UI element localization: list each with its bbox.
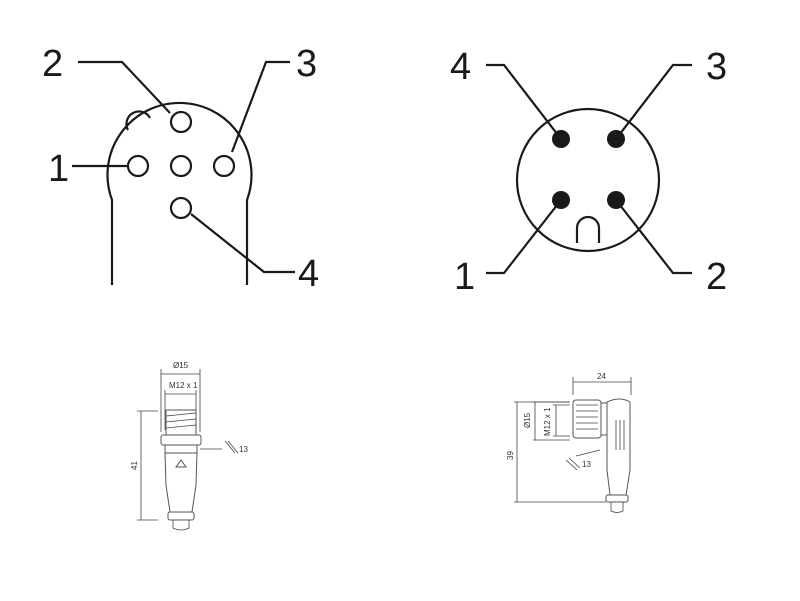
wrench-icon <box>224 440 239 454</box>
pin-label-2: 2 <box>42 43 63 85</box>
right-face-outline <box>515 107 661 253</box>
diameter-label: Ø15 <box>523 412 532 428</box>
wrench-size-label: 13 <box>239 445 248 454</box>
angled-body <box>606 398 631 496</box>
length-label: 41 <box>130 461 139 470</box>
pin-hole <box>126 154 150 178</box>
pin-hole <box>212 154 236 178</box>
pin-label-1: 1 <box>48 148 69 190</box>
left-face-outline <box>106 101 253 285</box>
pin-hole <box>169 154 193 178</box>
wrench-size-label: 13 <box>582 460 591 469</box>
pin-label-2: 2 <box>706 256 727 298</box>
leader-line <box>486 199 562 275</box>
width-label: 24 <box>597 372 606 381</box>
pin-label-3: 3 <box>296 43 317 85</box>
thread-label: M12 x 1 <box>543 407 552 436</box>
leader-line <box>615 63 692 140</box>
pin-hole <box>169 196 193 220</box>
leader-line <box>486 63 562 140</box>
wrench-icon <box>565 457 581 471</box>
pinout-right: 4 3 1 2 <box>450 46 727 298</box>
angled-connector: 24 Ø15 M12 x 1 39 13 <box>506 372 632 513</box>
thread-label: M12 x 1 <box>169 381 198 390</box>
leader-line <box>230 60 290 153</box>
diameter-label: Ø15 <box>173 361 189 370</box>
pin-label-3: 3 <box>706 46 727 88</box>
pinout-left: 2 3 1 4 <box>42 43 319 295</box>
leader-line <box>78 60 171 114</box>
pin-label-4: 4 <box>450 46 471 88</box>
pin-label-1: 1 <box>454 256 475 298</box>
straight-connector: Ø15 M12 x 1 41 13 <box>130 361 248 531</box>
pin-hole <box>169 110 193 134</box>
length-label: 39 <box>506 451 515 460</box>
right-key-notch <box>575 215 601 243</box>
pin-label-4: 4 <box>298 253 319 295</box>
coupling-nut <box>160 434 202 446</box>
leader-line <box>615 199 692 275</box>
coupling-nut <box>572 399 602 439</box>
left-key-notch <box>125 110 151 131</box>
leader-line <box>190 213 295 274</box>
